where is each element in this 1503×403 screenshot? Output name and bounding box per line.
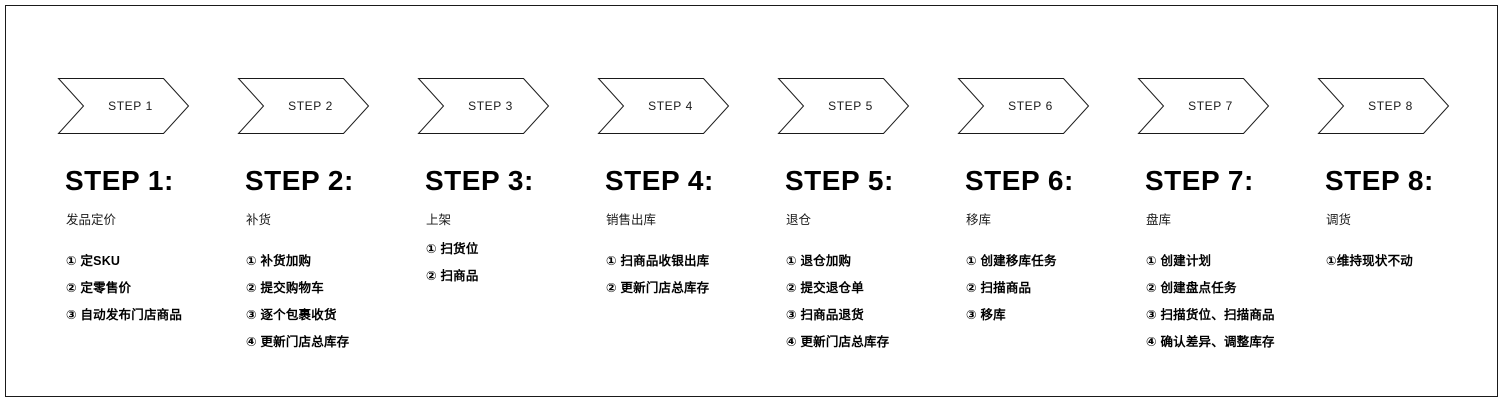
chevron-right-icon: [1317, 78, 1450, 134]
step-subtitle: 销售出库: [606, 213, 657, 227]
step-item: ③ 扫描货位、扫描商品: [1146, 308, 1275, 322]
step-column: STEP 7 STEP 7: 盘库 ① 创建计划 ② 创建盘点任务 ③ 扫描货位、扫描商品…: [1137, 0, 1318, 403]
step-item-list: ① 补货加购 ② 提交购物车 ③ 逐个包裹收货 ④ 更新门店总库存: [246, 251, 349, 359]
step-item: ④ 更新门店总库存: [246, 335, 350, 349]
step-chevron-label: STEP 3: [468, 99, 513, 113]
step-item: ② 定零售价: [66, 281, 132, 295]
step-item-list: ① 创建移库任务 ② 扫描商品 ③ 移库: [966, 251, 1057, 332]
step-item: ③ 移库: [966, 308, 1006, 322]
step-item: ④ 确认差异、调整库存: [1146, 335, 1275, 349]
step-subtitle: 移库: [966, 213, 992, 227]
step-heading: STEP 5:: [785, 165, 894, 196]
step-column: STEP 4 STEP 4: 销售出库 ① 扫商品收银出库 ② 更新门店总库存: [597, 0, 778, 403]
step-chevron-banner[interactable]: STEP 8: [1317, 78, 1450, 134]
step-item-list: ① 扫商品收银出库 ② 更新门店总库存: [606, 251, 709, 305]
step-heading: STEP 3:: [425, 165, 534, 196]
step-subtitle: 发品定价: [66, 213, 117, 227]
step-subtitle: 退仓: [786, 213, 812, 227]
step-item: ④ 更新门店总库存: [786, 335, 890, 349]
step-item: ③ 扫商品退货: [786, 308, 864, 322]
step-item: ② 创建盘点任务: [1146, 281, 1237, 295]
step-item: ② 扫描商品: [966, 281, 1032, 295]
chevron-right-icon: [417, 78, 550, 134]
step-chevron-banner[interactable]: STEP 1: [57, 78, 190, 134]
step-item: ② 更新门店总库存: [606, 281, 710, 295]
step-subtitle: 盘库: [1146, 213, 1172, 227]
step-column: STEP 5 STEP 5: 退仓 ① 退仓加购 ② 提交退仓单 ③ 扫商品退货 ④ 更新门…: [777, 0, 958, 403]
step-subtitle: 调货: [1326, 213, 1352, 227]
chevron-right-icon: [597, 78, 730, 134]
step-item: ② 提交退仓单: [786, 281, 864, 295]
step-column: STEP 1 STEP 1: 发品定价 ① 定SKU ② 定零售价 ③ 自动发布门店商品: [57, 0, 238, 403]
step-column: STEP 3 STEP 3: 上架 ① 扫货位 ② 扫商品: [417, 0, 598, 403]
step-item: ② 扫商品: [426, 269, 479, 283]
step-chevron-banner[interactable]: STEP 3: [417, 78, 550, 134]
step-item-list: ① 创建计划 ② 创建盘点任务 ③ 扫描货位、扫描商品 ④ 确认差异、调整库存: [1146, 251, 1275, 359]
step-item-list: ① 退仓加购 ② 提交退仓单 ③ 扫商品退货 ④ 更新门店总库存: [786, 251, 889, 359]
step-heading: STEP 4:: [605, 165, 714, 196]
step-item: ① 退仓加购: [786, 254, 852, 268]
step-heading: STEP 8:: [1325, 165, 1434, 196]
step-item: ① 补货加购: [246, 254, 312, 268]
step-item-list: ① 扫货位 ② 扫商品: [426, 239, 479, 293]
chevron-right-icon: [777, 78, 910, 134]
chevron-right-icon: [957, 78, 1090, 134]
step-item: ③ 自动发布门店商品: [66, 308, 183, 322]
step-chevron-banner[interactable]: STEP 2: [237, 78, 370, 134]
step-chevron-label: STEP 5: [828, 99, 873, 113]
step-heading: STEP 6:: [965, 165, 1074, 196]
step-chevron-label: STEP 8: [1368, 99, 1413, 113]
step-chevron-banner[interactable]: STEP 7: [1137, 78, 1270, 134]
step-chevron-label: STEP 4: [648, 99, 693, 113]
step-chevron-label: STEP 2: [288, 99, 333, 113]
step-item: ② 提交购物车: [246, 281, 324, 295]
step-chevron-label: STEP 6: [1008, 99, 1053, 113]
step-chevron-label: STEP 1: [108, 99, 153, 113]
step-chevron-banner[interactable]: STEP 6: [957, 78, 1090, 134]
chevron-right-icon: [237, 78, 370, 134]
step-item: ① 定SKU: [66, 254, 121, 268]
step-item: ① 创建移库任务: [966, 254, 1057, 268]
step-item: ③ 逐个包裹收货: [246, 308, 337, 322]
step-chevron-banner[interactable]: STEP 4: [597, 78, 730, 134]
step-item-list: ① 定SKU ② 定零售价 ③ 自动发布门店商品: [66, 251, 182, 332]
step-heading: STEP 2:: [245, 165, 354, 196]
step-item: ① 创建计划: [1146, 254, 1212, 268]
step-item-list: ①维持现状不动: [1326, 251, 1413, 278]
step-item: ①维持现状不动: [1326, 254, 1413, 268]
step-column: STEP 2 STEP 2: 补货 ① 补货加购 ② 提交购物车 ③ 逐个包裹收货 ④ 更新…: [237, 0, 418, 403]
step-subtitle: 补货: [246, 213, 272, 227]
step-subtitle: 上架: [426, 213, 452, 227]
step-item: ① 扫货位: [426, 242, 479, 256]
chevron-right-icon: [57, 78, 190, 134]
step-heading: STEP 1:: [65, 165, 174, 196]
step-chevron-label: STEP 7: [1188, 99, 1233, 113]
step-chevron-banner[interactable]: STEP 5: [777, 78, 910, 134]
chevron-right-icon: [1137, 78, 1270, 134]
step-item: ① 扫商品收银出库: [606, 254, 710, 268]
step-heading: STEP 7:: [1145, 165, 1254, 196]
step-column: STEP 6 STEP 6: 移库 ① 创建移库任务 ② 扫描商品 ③ 移库: [957, 0, 1138, 403]
step-column: STEP 8 STEP 8: 调货 ①维持现状不动: [1317, 0, 1498, 403]
